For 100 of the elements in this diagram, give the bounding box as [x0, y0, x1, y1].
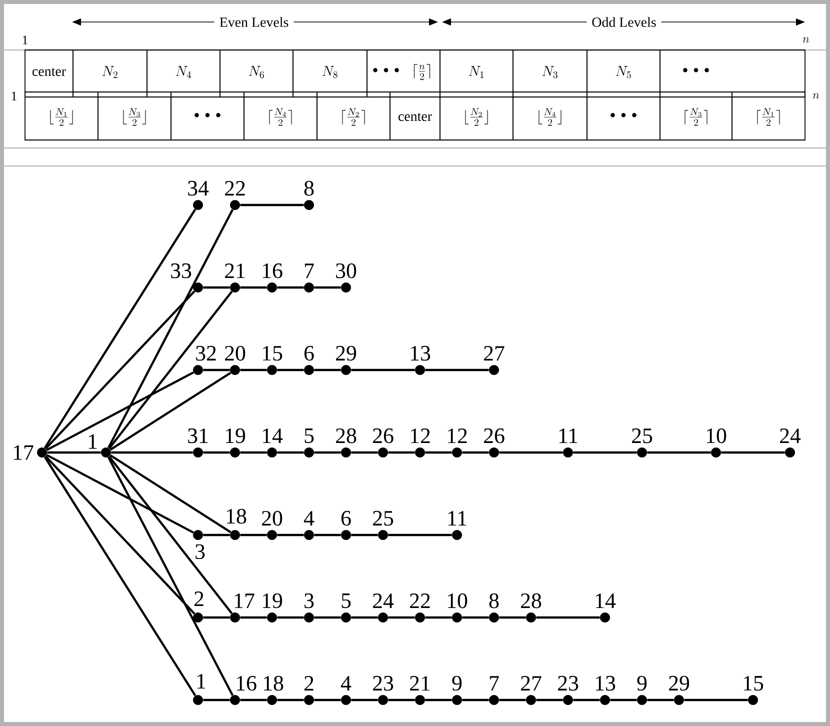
- table-cell: $\lceil\frac{N_1}{2}\rceil$: [732, 92, 806, 140]
- vertex-label: 21: [410, 676, 430, 691]
- edge-line: [536, 616, 600, 619]
- table-cell: $\lceil\frac{N_4}{2}\rceil$: [244, 92, 318, 140]
- edge-line: [425, 368, 489, 372]
- vertex-label: 24: [373, 594, 394, 608]
- vertex-label: 11: [448, 511, 466, 526]
- edge-line: [499, 698, 526, 702]
- table-cell: center: [24, 50, 74, 98]
- edge-line: [351, 451, 378, 454]
- edge-line: [203, 534, 230, 536]
- edge-line: [610, 698, 637, 702]
- dimension-label: Even Levels: [214, 15, 294, 29]
- edge-line: [110, 454, 232, 534]
- table-cell: $N_5$: [586, 50, 660, 98]
- edge-line: [277, 698, 304, 702]
- vertex-label: 31: [188, 428, 208, 444]
- edge-line: [107, 456, 234, 696]
- vertex-label: 17: [234, 594, 254, 608]
- edge-line: [240, 368, 267, 372]
- edge-line: [721, 451, 785, 454]
- edge-line: [425, 616, 452, 619]
- vertex-label: 9: [637, 676, 647, 691]
- vertex-label: 28: [521, 593, 542, 608]
- edge-line: [314, 368, 341, 372]
- edge-line: [44, 208, 196, 449]
- vertex-label: 4: [340, 676, 352, 690]
- vertex-label: 29: [336, 346, 356, 361]
- vertex-label: 18: [226, 508, 246, 524]
- edge-line: [462, 616, 489, 619]
- dimension-label: Odd Levels: [586, 15, 662, 29]
- vertex-label: 3: [304, 593, 314, 608]
- vertex-label: 2: [194, 592, 204, 606]
- edge-line: [351, 698, 378, 702]
- table-cell: $N_6$: [220, 50, 294, 98]
- vertex-label: 16: [236, 676, 256, 691]
- index-label: 1: [22, 36, 28, 44]
- edge-line: [240, 616, 267, 619]
- edge-line: [314, 286, 341, 289]
- table-cell: $N_4$: [146, 50, 220, 98]
- edge-line: [46, 454, 194, 534]
- vertex-label: 4: [304, 511, 314, 526]
- edge-line: [240, 534, 267, 536]
- edge-line: [110, 372, 232, 451]
- edge-line: [314, 616, 341, 619]
- edge-line: [46, 371, 194, 452]
- vertex-label: 13: [596, 676, 616, 691]
- vertex-label: 8: [304, 180, 314, 196]
- vertex-label: 6: [341, 510, 351, 526]
- edge-line: [203, 286, 230, 289]
- edge-line: [203, 451, 230, 454]
- edge-line: [425, 451, 452, 454]
- table-cell: $N_1$: [440, 50, 514, 98]
- vertex-label: 8: [489, 593, 499, 608]
- vertex-label: 30: [336, 263, 356, 278]
- edge-line: [314, 534, 341, 536]
- edge-line: [44, 456, 196, 614]
- edge-line: [573, 698, 600, 702]
- vertex-label: 27: [484, 346, 504, 361]
- vertex-label: 26: [484, 428, 504, 444]
- edge-line: [111, 451, 193, 454]
- index-label: $n$: [812, 93, 820, 99]
- edge-line: [277, 616, 304, 619]
- vertex-label: 5: [342, 594, 351, 608]
- edge-line: [277, 534, 304, 536]
- edge-line: [277, 368, 304, 372]
- vertex-label: 2: [304, 676, 314, 691]
- table-cell: center: [390, 92, 440, 140]
- edge-line: [536, 698, 563, 702]
- vertex-label: 28: [336, 428, 356, 444]
- edge-line: [388, 451, 415, 454]
- vertex-label: 9: [452, 676, 462, 691]
- edge-line: [240, 286, 267, 289]
- table-cell: $\lfloor\frac{N_3}{2}\rfloor$: [98, 92, 172, 140]
- vertex-label: 15: [744, 676, 764, 691]
- vertex-label: 32: [196, 346, 216, 361]
- vertex-label: 12: [448, 428, 467, 444]
- vertex-label: 5: [304, 428, 314, 444]
- vertex-label: 6: [304, 346, 314, 361]
- vertex-label: 14: [596, 594, 616, 608]
- edge-line: [277, 286, 304, 289]
- edge-line: [240, 451, 267, 454]
- vertex-label: 12: [410, 428, 430, 444]
- vertex-label: 34: [188, 180, 209, 196]
- vertex-label: 1: [88, 434, 97, 449]
- edge-line: [684, 698, 748, 702]
- table-cell: $\lfloor\frac{N_4}{2}\rfloor$: [512, 92, 588, 140]
- vertex-label: 27: [521, 676, 542, 691]
- edge-line: [462, 698, 489, 702]
- edge-line: [647, 451, 711, 454]
- vertex-label: 22: [225, 181, 245, 196]
- edge-line: [462, 451, 489, 454]
- vertex-label: 23: [558, 676, 578, 691]
- vertex-label: 20: [225, 346, 246, 361]
- table-cell: $\lceil\frac{N_2}{2}\rceil$: [316, 92, 390, 140]
- vertex-label: 19: [226, 428, 246, 444]
- edge-line: [499, 616, 526, 619]
- vertex-label: 20: [262, 510, 282, 526]
- vertex-label: 21: [225, 264, 245, 278]
- table-cell: $\lfloor\frac{N_1}{2}\rfloor$: [24, 92, 98, 140]
